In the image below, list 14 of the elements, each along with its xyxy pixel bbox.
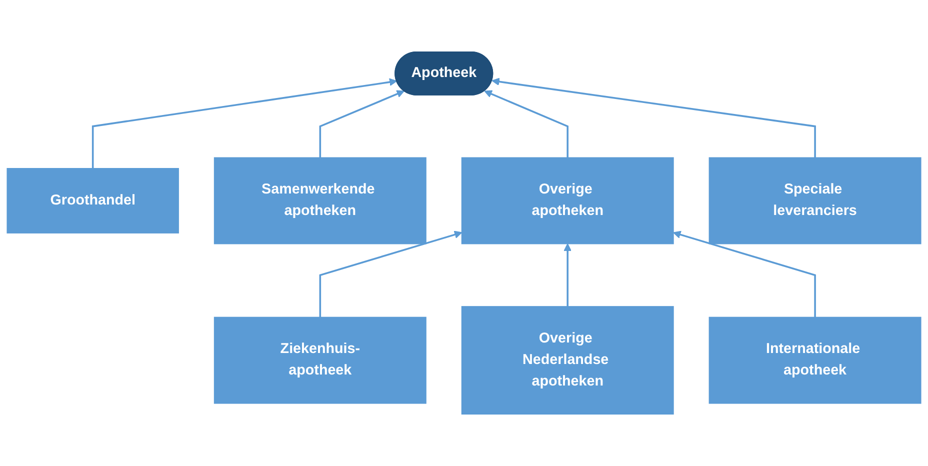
node-box: Ziekenhuis-apotheek bbox=[214, 316, 426, 404]
arrow bbox=[319, 90, 404, 158]
arrow bbox=[492, 78, 816, 158]
node-box: Overige Nederlandse apotheken bbox=[461, 306, 674, 415]
arrow bbox=[673, 230, 816, 318]
arrow bbox=[564, 243, 572, 307]
arrow bbox=[484, 90, 568, 158]
node-box: Groothandel bbox=[6, 168, 179, 234]
node-box: Speciale leveranciers bbox=[708, 157, 922, 244]
node-box: Samenwerkende apotheken bbox=[214, 157, 426, 244]
node-box: Internationale apotheek bbox=[708, 316, 922, 404]
node-box: Overige apotheken bbox=[461, 157, 674, 244]
arrow bbox=[319, 230, 462, 318]
arrow bbox=[92, 78, 398, 168]
